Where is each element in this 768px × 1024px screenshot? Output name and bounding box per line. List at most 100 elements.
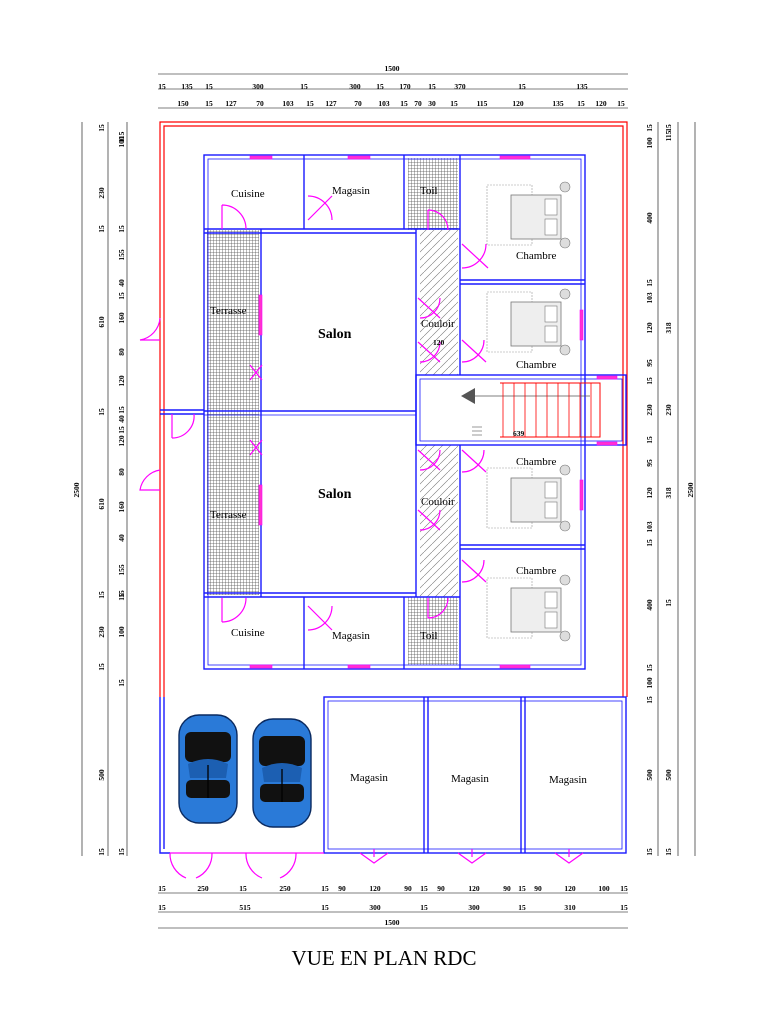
- dimension-label: 155: [117, 564, 126, 576]
- dimension-label: 15: [420, 903, 428, 912]
- dimension-label: 120: [595, 99, 607, 108]
- dimension-label: 135: [552, 99, 564, 108]
- room-label-toil-top: Toil: [420, 185, 438, 197]
- dimension-label: 15: [97, 124, 106, 132]
- dimension-label: 15: [306, 99, 314, 108]
- bed-icon: [486, 288, 571, 356]
- dimension-label: 15: [97, 408, 106, 416]
- dimension-label: 15: [577, 99, 585, 108]
- dimension-label: 100: [598, 884, 610, 893]
- dimension-label: 100: [117, 136, 126, 148]
- dimension-label: 15: [97, 225, 106, 233]
- room-label-shop-3: Magasin: [549, 774, 587, 786]
- dimension-label: 115: [477, 99, 488, 108]
- dimension-label: 120: [645, 487, 654, 499]
- dimension-label: 15: [117, 590, 126, 598]
- dimension-label: 610: [97, 316, 106, 328]
- dimension-label: 120: [512, 99, 524, 108]
- dimension-label: 90: [338, 884, 346, 893]
- dimension-label: 40: [117, 415, 126, 423]
- dimension-label: 160: [117, 501, 126, 513]
- dimension-label: 370: [454, 82, 466, 91]
- dimension-label: 318: [664, 487, 673, 499]
- room-label-salon-1: Salon: [318, 327, 352, 342]
- dimension-label: 127: [325, 99, 337, 108]
- dimension-label: 120: [369, 884, 381, 893]
- plan-title: VUE EN PLAN RDC: [291, 946, 477, 970]
- dimension-label: 150: [177, 99, 189, 108]
- dimension-label: 15: [645, 848, 654, 856]
- room-label-cuisine-top: Cuisine: [231, 188, 265, 200]
- room-label-shop-2: Magasin: [451, 773, 489, 785]
- dimension-label: 15: [518, 903, 526, 912]
- windows: [249, 155, 618, 669]
- dimension-label: 15: [450, 99, 458, 108]
- bed-icon: [486, 181, 571, 249]
- room-label-terrasse-1: Terrasse: [210, 305, 247, 317]
- dimension-label: 40: [117, 534, 126, 542]
- room-label-shop-1: Magasin: [350, 772, 388, 784]
- dimension-label: 103: [645, 521, 654, 533]
- car-right: [252, 718, 312, 828]
- dimension-label: 90: [404, 884, 412, 893]
- dimension-label: 15: [158, 884, 166, 893]
- building-walls: [160, 154, 627, 670]
- dimension-label: 318: [664, 322, 673, 334]
- couloir-width-label: 120: [433, 338, 445, 347]
- dimension-label: 400: [645, 212, 654, 224]
- dimension-label: 230: [664, 404, 673, 416]
- dimension-label: 230: [645, 404, 654, 416]
- dimension-label: 40: [117, 279, 126, 287]
- room-label-magasin-top: Magasin: [332, 185, 370, 197]
- bed-icon: [486, 464, 571, 532]
- dimension-label: 15: [97, 663, 106, 671]
- dimension-label: 15: [158, 82, 166, 91]
- dimension-label: 15: [645, 436, 654, 444]
- dimension-label: 95: [645, 459, 654, 467]
- dimension-label: 15: [321, 884, 329, 893]
- dimension-label: 15: [117, 292, 126, 300]
- staircase: [461, 382, 601, 438]
- dimension-label: 80: [117, 468, 126, 476]
- dimension-label: 15: [117, 848, 126, 856]
- dimension-label: 15: [420, 884, 428, 893]
- dimension-label: 15: [518, 884, 526, 893]
- dimension-label: 15: [645, 124, 654, 132]
- car-left: [178, 714, 238, 824]
- dimension-label: 300: [252, 82, 264, 91]
- dimension-label: 250: [197, 884, 209, 893]
- dimension-label: 15: [117, 406, 126, 414]
- dimension-label: 15: [664, 124, 673, 132]
- dimension-label: 95: [645, 359, 654, 367]
- dimension-label: 100: [117, 626, 126, 638]
- dimension-label: 15: [239, 884, 247, 893]
- dimension-label: 15: [518, 82, 526, 91]
- dimension-label: 15: [117, 679, 126, 687]
- dimension-label: 300: [369, 903, 381, 912]
- room-label-terrasse-2: Terrasse: [210, 509, 247, 521]
- room-label-salon-2: Salon: [318, 487, 352, 502]
- dimension-label: 103: [645, 292, 654, 304]
- dimension-label: 15: [620, 903, 628, 912]
- room-label-chambre-3: Chambre: [516, 456, 556, 468]
- dimension-label: 15: [645, 279, 654, 287]
- dimension-label: 120: [645, 322, 654, 334]
- dimension-label: 160: [117, 312, 126, 324]
- corridor-bottom-hatch: [420, 445, 458, 597]
- dimension-label: 30: [428, 99, 436, 108]
- room-label-cuisine-bottom: Cuisine: [231, 627, 265, 639]
- dimension-label: 15: [645, 696, 654, 704]
- dimension-label: 115: [117, 131, 126, 142]
- dimension-label: 15: [645, 539, 654, 547]
- dimension-label: 500: [97, 769, 106, 781]
- dimension-label: 15: [205, 82, 213, 91]
- dimension-label: 15: [117, 593, 126, 601]
- beds: [486, 181, 571, 642]
- dimension-label: 230: [97, 626, 106, 638]
- dimension-label: 310: [564, 903, 576, 912]
- dimension-label: 15: [645, 664, 654, 672]
- room-label-couloir-2: Couloir: [421, 496, 455, 508]
- dimension-label: 15: [664, 848, 673, 856]
- dimension-label: 15: [117, 426, 126, 434]
